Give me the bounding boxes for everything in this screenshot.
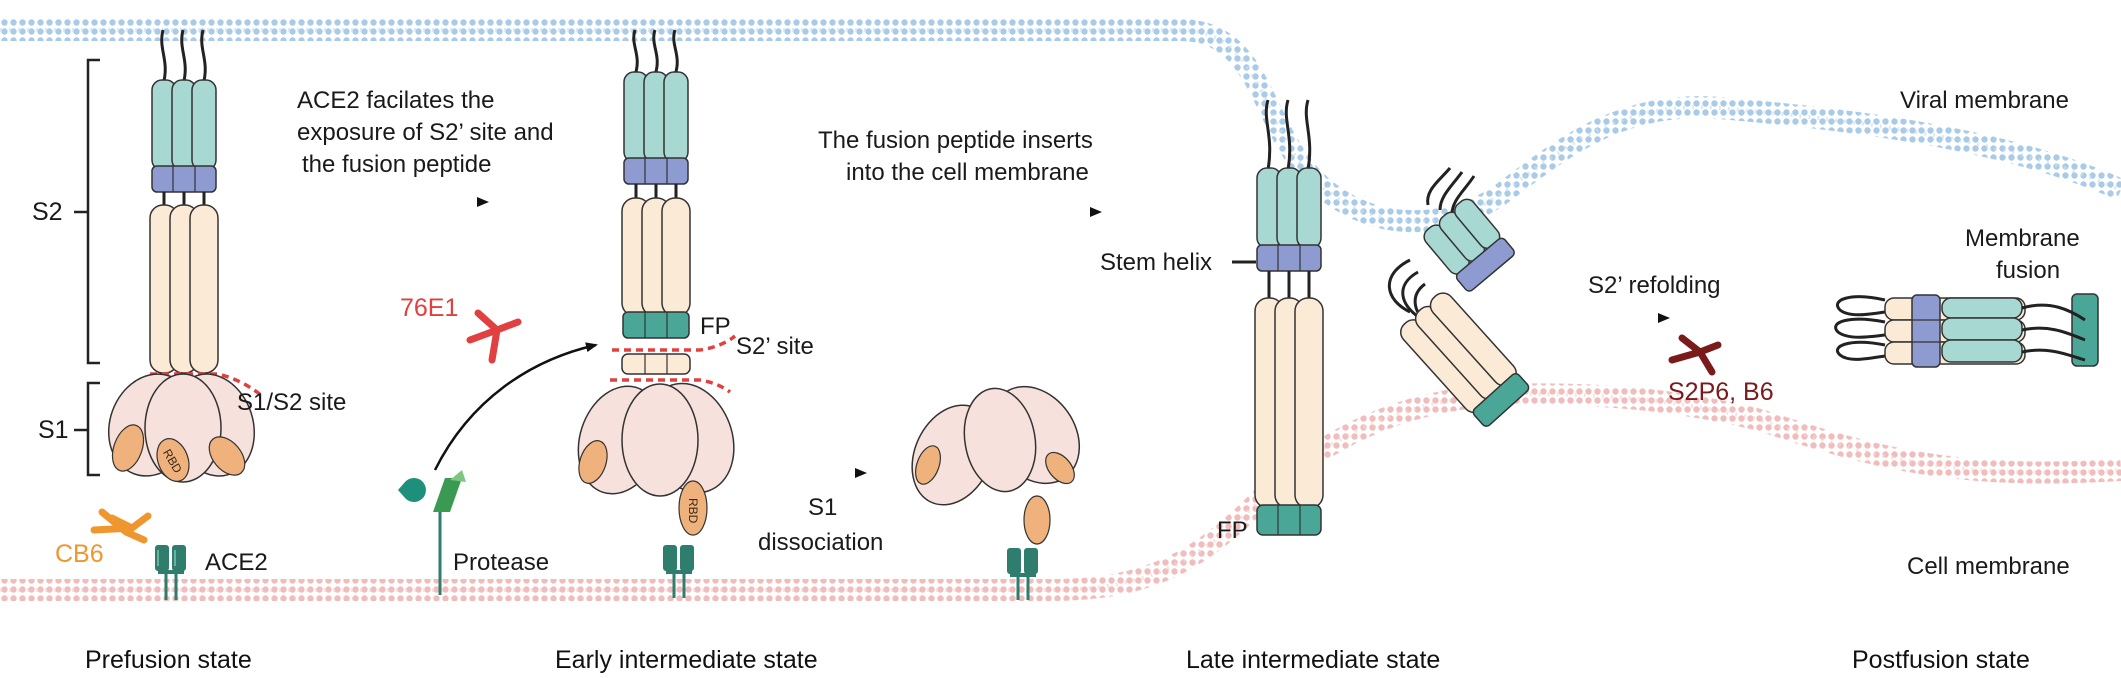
protease-arrow xyxy=(433,342,598,471)
e76-antibody-icon xyxy=(466,309,522,364)
ace2-receptor-prefusion-icon xyxy=(155,545,186,600)
e76-label: 76E1 xyxy=(400,294,458,322)
stem-helix-label: Stem helix xyxy=(1100,249,1212,276)
s1-label: S1 xyxy=(38,416,69,444)
s1-bracket xyxy=(74,381,100,477)
dissociated-s1 xyxy=(911,385,1081,545)
protease-icon xyxy=(398,470,466,595)
ace2-receptor-early-icon xyxy=(663,545,694,598)
ace2-step-line3: the fusion peptide xyxy=(302,151,491,178)
insert-line2: into the cell membrane xyxy=(846,159,1089,186)
s1s2-site-label: S1/S2 site xyxy=(237,389,346,416)
postfusion-spike xyxy=(1834,293,2099,368)
viral-membrane-label: Viral membrane xyxy=(1900,87,2069,114)
protease-label: Protease xyxy=(453,549,549,576)
s2prime-refolding-label: S2’ refolding xyxy=(1588,272,1721,299)
prefusion-spike: RBD xyxy=(107,29,264,483)
ace2-receptor-dissociated-icon xyxy=(1007,548,1038,600)
viral-membrane xyxy=(0,19,2121,233)
membrane-fusion-line2: fusion xyxy=(1996,257,2060,284)
s1-dissociation-line1: S1 xyxy=(808,494,837,521)
membrane-fusion-line1: Membrane xyxy=(1965,225,2080,252)
cb6-label: CB6 xyxy=(55,540,104,568)
stage-title-postfusion: Postfusion state xyxy=(1852,646,2030,674)
late-intermediate-spike xyxy=(1254,99,1324,536)
ace2-step-line1: ACE2 facilates the xyxy=(297,87,494,114)
fp-label-late: FP xyxy=(1217,517,1248,544)
cb6-antibody-icon xyxy=(90,508,152,544)
cell-membrane-label: Cell membrane xyxy=(1907,553,2070,580)
s2p6-b6-label: S2P6, B6 xyxy=(1668,378,1774,406)
stage-title-late: Late intermediate state xyxy=(1186,646,1440,674)
stage-title-prefusion: Prefusion state xyxy=(85,646,252,674)
s2-bracket xyxy=(74,58,100,365)
s2p6-b6-antibody-icon xyxy=(1668,334,1722,376)
early-rbd-label: RBD xyxy=(686,498,700,524)
stage-title-early: Early intermediate state xyxy=(555,646,818,674)
early-intermediate-spike: RBD xyxy=(577,29,737,536)
bent-intermediate-spike xyxy=(1387,167,1530,427)
s2prime-site-label: S2’ site xyxy=(736,333,814,360)
ace2-label: ACE2 xyxy=(205,549,268,576)
insert-line1: The fusion peptide inserts xyxy=(818,127,1093,154)
fp-label-early: FP xyxy=(700,313,731,340)
s1-dissociation-line2: dissociation xyxy=(758,529,883,556)
s2-label: S2 xyxy=(32,198,63,226)
ace2-step-line2: exposure of S2’ site and xyxy=(297,119,554,146)
